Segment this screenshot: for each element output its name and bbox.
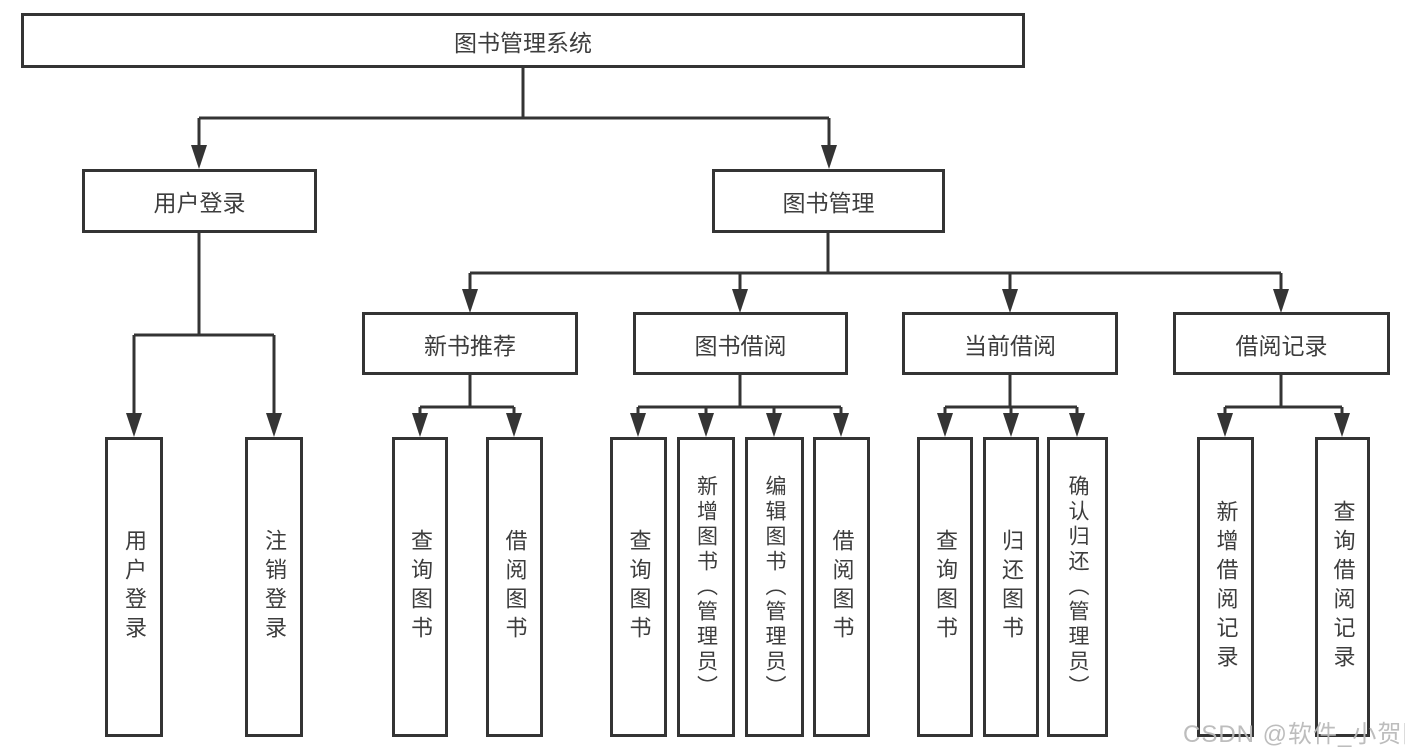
node-label: 归还图书	[999, 529, 1024, 645]
node-label: 用户登录	[122, 529, 147, 645]
node-label: 查询图书	[626, 529, 652, 645]
node-book-management-branch: 图书管理	[712, 169, 945, 233]
leaf-add-books-admin: 新增图书（管理员）	[677, 437, 735, 737]
leaf-add-borrow-record: 新增借阅记录	[1197, 437, 1254, 737]
node-library-management-system: 图书管理系统	[21, 13, 1025, 68]
leaf-query-books-current: 查询图书	[917, 437, 973, 737]
node-label: 查询图书	[933, 529, 958, 645]
node-new-book-recommend: 新书推荐	[362, 312, 578, 375]
leaf-query-books-recommend: 查询图书	[392, 437, 448, 737]
node-label: 查询借阅记录	[1330, 500, 1356, 674]
leaf-query-borrow-record: 查询借阅记录	[1315, 437, 1370, 737]
node-label: 新增借阅记录	[1213, 500, 1239, 674]
node-label: 图书借阅	[694, 332, 787, 359]
node-label: 借阅图书	[829, 529, 855, 645]
node-label: 图书管理系统	[454, 29, 592, 56]
node-label: 图书管理	[782, 190, 875, 216]
leaf-return-books: 归还图书	[983, 437, 1039, 737]
node-label: 新增图书（管理员）	[694, 474, 718, 700]
node-label: 借阅图书	[502, 529, 528, 645]
node-borrowing-records: 借阅记录	[1173, 312, 1390, 375]
node-user-login-branch: 用户登录	[82, 169, 317, 233]
node-label: 新书推荐	[424, 332, 516, 359]
csdn-watermark: CSDN @软件_小贺同学	[1183, 721, 1405, 747]
node-label: 当前借阅	[964, 332, 1056, 359]
node-label: 用户登录	[153, 190, 246, 216]
leaf-user-login: 用户登录	[105, 437, 163, 737]
node-label: 注销登录	[262, 529, 287, 645]
node-label: 查询图书	[408, 529, 433, 645]
leaf-query-books-borrowing: 查询图书	[610, 437, 667, 737]
leaf-borrow-books-borrowing: 借阅图书	[813, 437, 870, 737]
node-label: 编辑图书（管理员）	[763, 474, 786, 700]
node-label: 确认归还（管理员）	[1066, 474, 1089, 700]
leaf-borrow-books-recommend: 借阅图书	[486, 437, 543, 737]
leaf-confirm-return-admin: 确认归还（管理员）	[1047, 437, 1108, 737]
node-label: 借阅记录	[1235, 332, 1328, 359]
node-book-borrowing: 图书借阅	[633, 312, 848, 375]
leaf-edit-books-admin: 编辑图书（管理员）	[745, 437, 804, 737]
leaf-logout: 注销登录	[245, 437, 303, 737]
node-current-borrowing: 当前借阅	[902, 312, 1118, 375]
